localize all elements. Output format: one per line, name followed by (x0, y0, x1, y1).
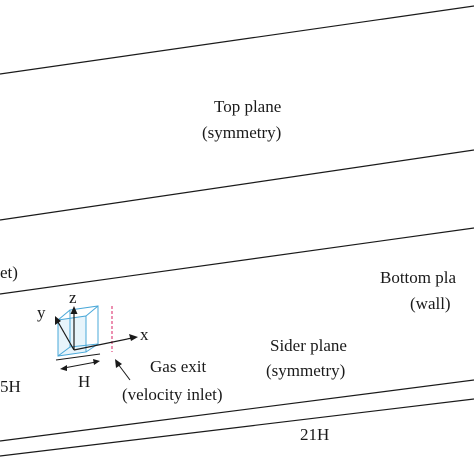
gas-exit-bc-label: (velocity inlet) (122, 385, 223, 404)
left-partial-label: et) (0, 263, 18, 282)
bottom-near-edge-2 (0, 398, 474, 457)
gas-exit-pointer (117, 363, 131, 381)
x-axis-label: x (140, 325, 149, 344)
bottom-near-edge-1 (0, 379, 474, 442)
bottom-plane-far-edge (0, 227, 474, 295)
y-axis-label: y (37, 303, 46, 322)
length-dimension-label: 21H (300, 425, 330, 444)
bottom-plane-bc-label: (wall) (410, 294, 451, 313)
left-dimension-label: 5H (0, 377, 21, 396)
top-plane-label: Top plane (214, 97, 282, 116)
sider-plane-label: Sider plane (270, 336, 347, 355)
sider-plane-bc-label: (symmetry) (266, 361, 346, 380)
axis-arrows (55, 306, 138, 351)
source-size-label: H (78, 372, 91, 391)
bottom-plane-label: Bottom pla (380, 268, 457, 287)
gas-source-box (55, 305, 101, 361)
size-dimension-arrow (63, 361, 97, 369)
z-axis-label: z (69, 288, 77, 307)
top-plane-lower-edge (0, 149, 474, 221)
top-plane-upper-edge (0, 5, 474, 75)
top-plane-bc-label: (symmetry) (202, 123, 282, 142)
gas-exit-label: Gas exit (150, 357, 207, 376)
